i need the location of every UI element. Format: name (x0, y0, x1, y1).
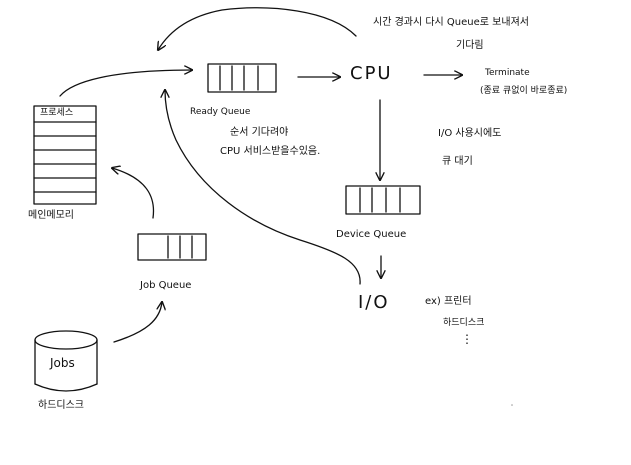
timeout-note-line1: 시간 경과시 다시 Queue로 보내져서 (373, 17, 529, 28)
device-queue-box (345, 185, 421, 215)
jobs-disk-cylinder (34, 330, 98, 392)
terminate-note: (종료 큐없이 바로종료) (480, 86, 568, 96)
arrow-job-queue-to-memory (112, 168, 155, 219)
io-note-line1: I/O 사용시에도 (438, 128, 502, 139)
arrow-io-back-to-ready (165, 90, 361, 285)
jobs-label: Jobs (50, 356, 75, 370)
io-label: I/O (358, 292, 390, 313)
terminate-label: Terminate (485, 68, 530, 78)
stray-dot (511, 404, 513, 406)
arrow-jobs-to-job-queue (113, 302, 162, 343)
ready-note-line2: CPU 서비스받을수있음. (220, 146, 321, 157)
ready-queue-box (207, 63, 277, 93)
example-note-line1: ex) 프린터 (425, 296, 472, 307)
timeout-note-line2: 기다림 (456, 40, 484, 51)
main-memory-box (33, 105, 97, 205)
ready-note-line1: 순서 기다려야 (230, 127, 289, 138)
arrow-memory-to-ready (59, 70, 192, 97)
ready-queue-label: Ready Queue (190, 107, 251, 117)
device-queue-label: Device Queue (336, 229, 407, 240)
job-queue-box (137, 233, 207, 261)
job-queue-label: Job Queue (140, 280, 192, 291)
process-header-label: 프로세스 (40, 108, 74, 118)
hard-disk-label: 하드디스크 (38, 400, 84, 411)
cpu-label: CPU (350, 63, 393, 84)
main-memory-label: 메인메모리 (28, 210, 74, 221)
io-note-line2: 큐 대기 (442, 156, 473, 167)
example-note-line2: 하드디스크 (443, 318, 485, 328)
example-ellipsis: ⋮ (461, 332, 473, 346)
arrow-cpu-timeout-loop (158, 7, 357, 50)
